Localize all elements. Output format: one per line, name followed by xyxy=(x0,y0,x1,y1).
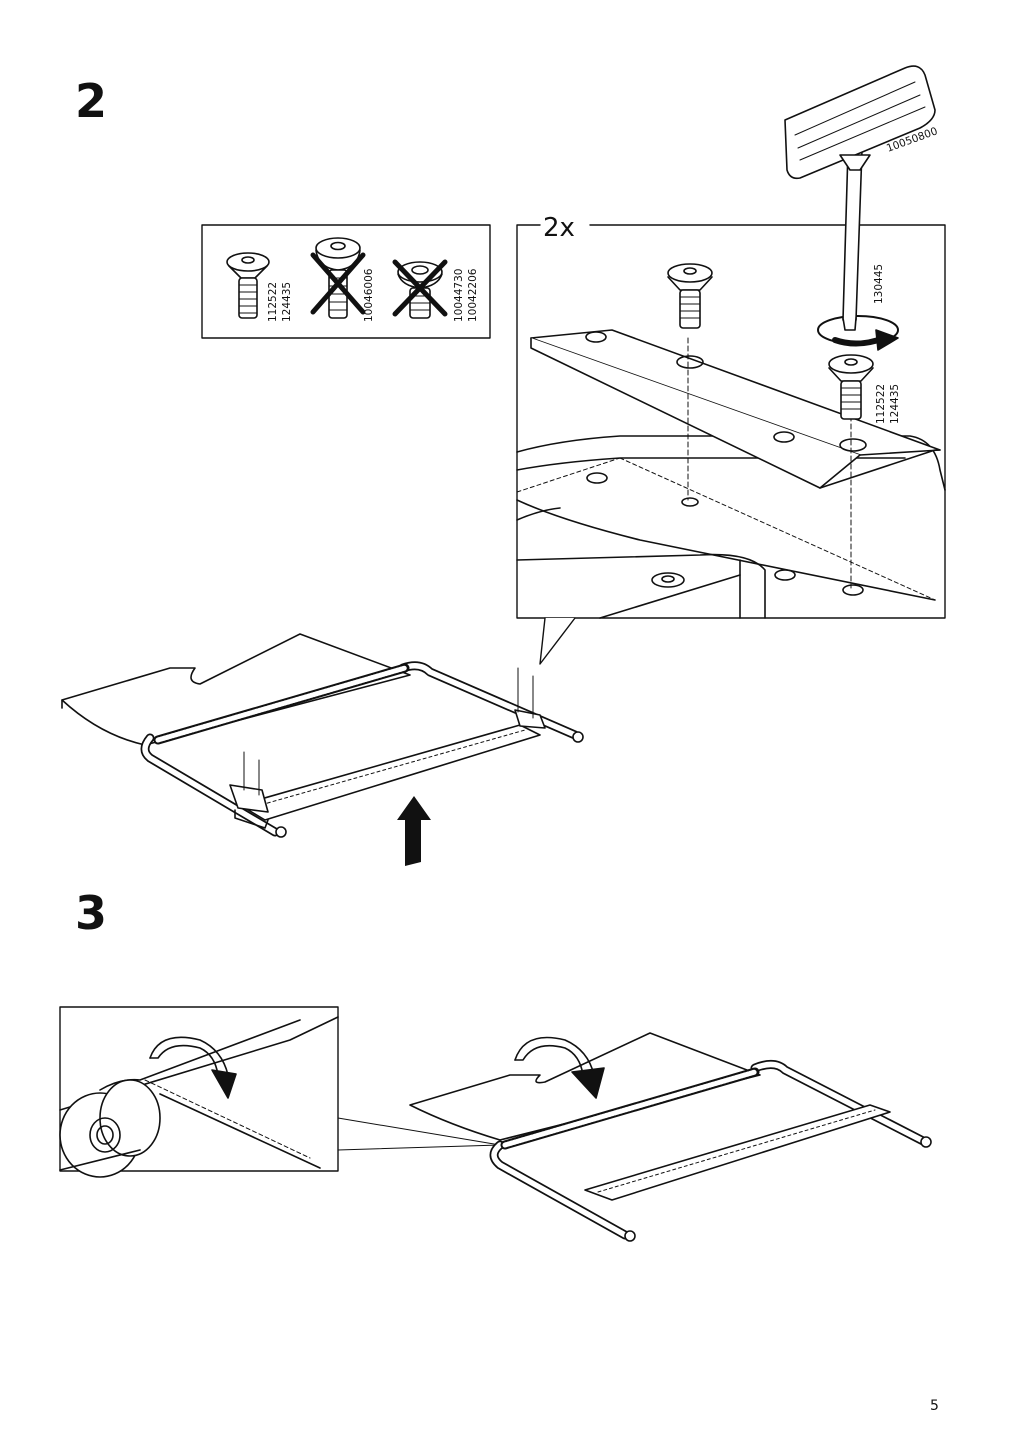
cross-icon xyxy=(392,259,448,317)
screw-icon xyxy=(315,237,361,319)
multiplier-label: 2x xyxy=(543,213,575,243)
screw-icon xyxy=(828,354,874,420)
detail-screw-code-1: 112522 xyxy=(875,384,887,424)
rotate-arrow-icon xyxy=(817,315,899,351)
screw-icon xyxy=(667,263,713,329)
step-3-number: 3 xyxy=(75,886,108,940)
screw-legend: 112522 124435 10046006 10044730 10042206 xyxy=(201,224,491,339)
bit-code: 130445 xyxy=(873,264,885,304)
legend-code-wrong-2a: 10044730 xyxy=(453,269,465,322)
cross-icon xyxy=(310,252,366,315)
rotate-arrow-icon xyxy=(149,1036,237,1099)
rotate-arrow-icon xyxy=(514,1036,605,1099)
allen-key-icon xyxy=(784,65,936,331)
step2-assembly xyxy=(61,633,584,866)
legend-code-2: 124435 xyxy=(281,282,293,322)
detail-screw-code-2: 124435 xyxy=(889,384,901,424)
legend-code-wrong-2b: 10042206 xyxy=(467,268,479,322)
screw-icon xyxy=(226,252,270,319)
arrow-up-icon xyxy=(397,796,431,866)
step3-zoom-box xyxy=(59,1006,501,1178)
legend-code-wrong-1: 10046006 xyxy=(363,268,375,322)
legend-code-1: 112522 xyxy=(267,282,279,322)
step3-assembly xyxy=(409,1032,932,1242)
detail-box: 2x xyxy=(516,213,946,665)
step-2-number: 2 xyxy=(75,74,108,128)
page-number: 5 xyxy=(930,1398,939,1414)
